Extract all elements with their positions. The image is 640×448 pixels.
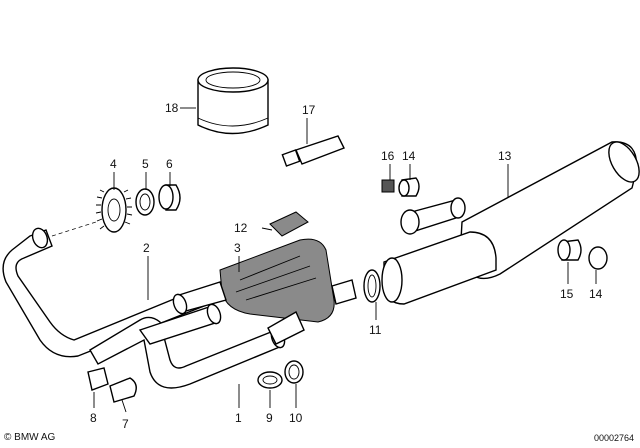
part-18-sleeve: [197, 67, 269, 135]
part-7-clamp: [109, 377, 137, 403]
label-part-9: 9: [266, 411, 273, 425]
part-16-nut: [381, 179, 395, 193]
copyright-symbol: ©: [4, 432, 12, 443]
part-2-header-pipe: [2, 227, 205, 358]
label-part-12: 12: [234, 221, 248, 235]
label-part-6: 6: [166, 157, 173, 171]
part-4-gear-nut: [95, 187, 133, 233]
part-14-rubber-right: [588, 246, 608, 270]
label-part-16: 16: [381, 149, 395, 163]
copyright-notice: © BMW AG: [4, 432, 55, 443]
label-part-11: 11: [369, 323, 382, 337]
label-part-8: 8: [90, 411, 97, 425]
label-part-4: 4: [110, 157, 117, 171]
label-part-15: 15: [560, 287, 574, 301]
label-part-10: 10: [289, 411, 303, 425]
label-part-1: 1: [235, 411, 242, 425]
copyright-owner: BMW AG: [14, 432, 56, 443]
part-6-ring: [158, 184, 181, 211]
part-14-rubber-top: [398, 177, 420, 197]
part-3-center-box: [172, 238, 357, 345]
label-part-17: 17: [302, 103, 316, 117]
part-11-clamp: [363, 269, 381, 303]
part-13-silencer: [381, 141, 640, 305]
part-10-clamp: [284, 360, 304, 384]
part-9-clamp: [257, 371, 283, 389]
label-part-14-right: 14: [589, 287, 603, 301]
part-15-bush: [557, 239, 582, 261]
drawing-number: 00002764: [593, 433, 634, 443]
part-17-paste-tube: [281, 135, 345, 167]
label-part-18: 18: [165, 101, 179, 115]
label-part-3: 3: [234, 241, 241, 255]
part-8-clamp: [87, 367, 109, 391]
label-part-14-top: 14: [402, 149, 416, 163]
part-5-washer: [135, 188, 155, 216]
label-part-2: 2: [143, 241, 150, 255]
part-12-gasket: [269, 211, 309, 237]
label-part-7: 7: [122, 417, 129, 431]
leader-lines: [93, 107, 597, 413]
label-part-13: 13: [498, 149, 512, 163]
label-part-5: 5: [142, 157, 149, 171]
